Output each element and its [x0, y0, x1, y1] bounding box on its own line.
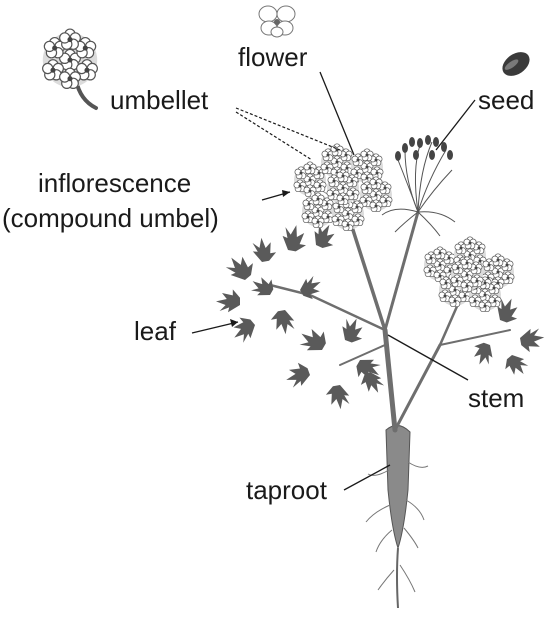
umbellet-inset-icon [43, 29, 98, 110]
compound-umbel-label: (compound umbel) [2, 203, 219, 233]
stem-label: stem [468, 383, 525, 413]
taproot-label: taproot [246, 475, 327, 505]
umbellet-label: umbellet [110, 85, 209, 115]
flower-label: flower [238, 42, 308, 72]
seed-label: seed [478, 85, 535, 115]
seed-inset-icon [502, 52, 530, 76]
inflorescence-umbel [294, 144, 392, 231]
seed-head [381, 135, 456, 237]
inflorescence-label: inflorescence [38, 168, 192, 198]
leader-lines [191, 71, 476, 491]
taproot [365, 425, 429, 609]
leaf-label: leaf [134, 316, 176, 346]
secondary-umbel [424, 237, 514, 312]
arrowheads [230, 190, 290, 327]
flower-inset-icon [258, 5, 296, 38]
